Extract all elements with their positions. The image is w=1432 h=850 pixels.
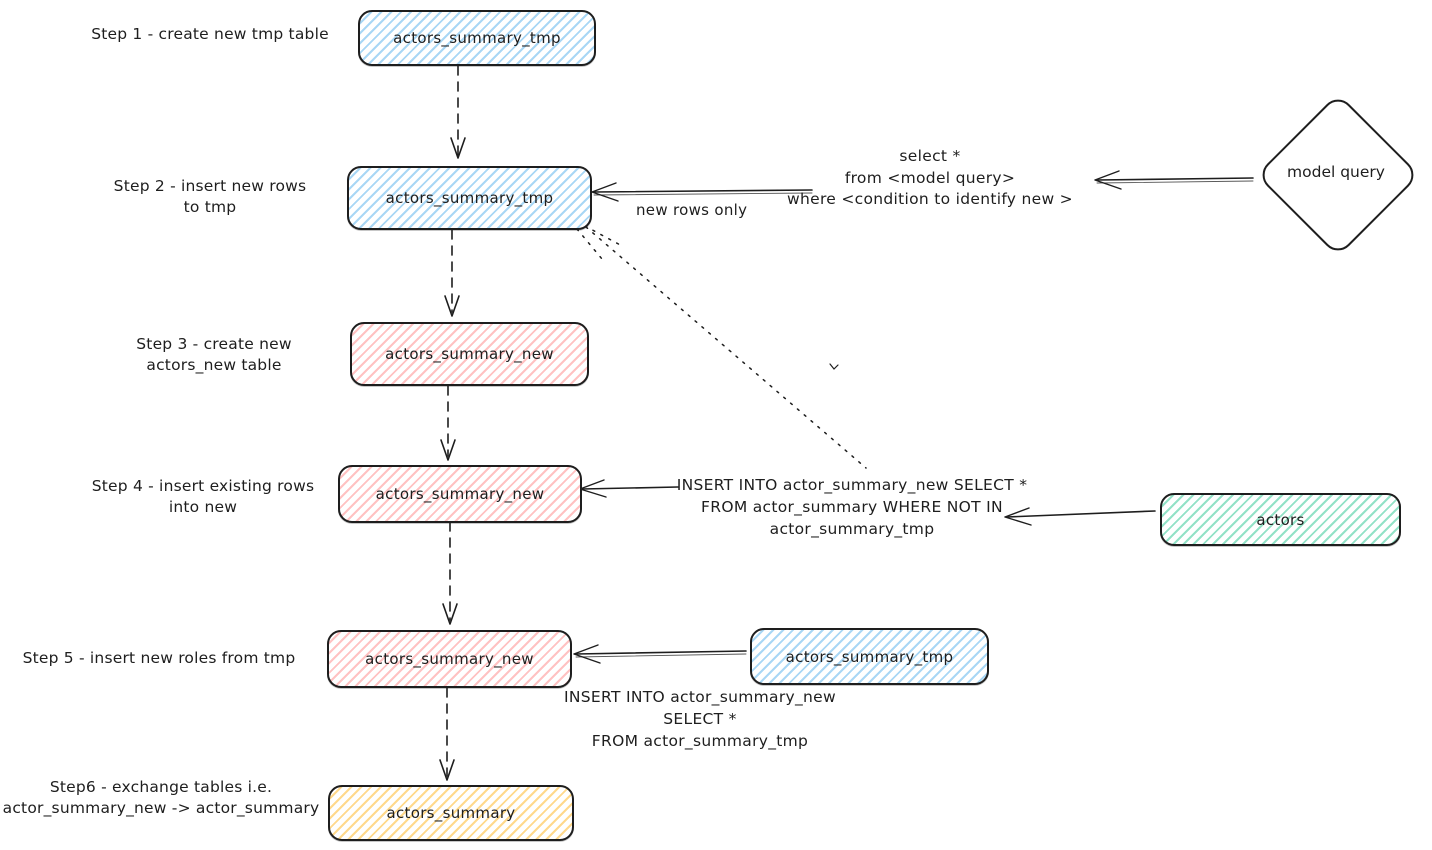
node-step3-actors-summary-new[interactable]: actors_summary_new	[350, 322, 589, 386]
node-label: actors_summary_new	[375, 485, 545, 503]
arrow-step2-to-step3	[444, 229, 460, 317]
step4-label: Step 4 - insert existing rows into new	[91, 477, 315, 516]
step6-label: Step6 - exchange tables i.e. actor_summa…	[2, 778, 320, 817]
node-label: actors_summary_new	[385, 345, 554, 363]
arrow-step3-to-step4	[440, 385, 456, 461]
node-step2-actors-summary-tmp[interactable]: actors_summary_tmp	[347, 166, 592, 230]
node-label: actors_summary_tmp	[785, 647, 954, 666]
node-label: actors	[1256, 510, 1305, 529]
annotation-new-rows-only: new rows only	[636, 201, 748, 219]
node-step1-actors-summary-tmp[interactable]: actors_summary_tmp	[358, 10, 596, 66]
dotted-links-step2	[576, 225, 867, 469]
model-query-label: model query	[1287, 163, 1385, 181]
node-actors[interactable]: actors	[1160, 493, 1401, 546]
arrow-step4-to-step5	[442, 521, 458, 625]
node-label: actors_summary_tmp	[393, 29, 561, 47]
arrow-step5-to-step6	[439, 687, 455, 781]
node-label: actors_summary_tmp	[385, 189, 554, 207]
node-step6-actors-summary[interactable]: actors_summary	[328, 785, 574, 841]
node-label: actors_summary_new	[365, 650, 534, 668]
step5-label: Step 5 - insert new roles from tmp	[22, 649, 296, 667]
node-step4-actors-summary-new[interactable]: actors_summary_new	[338, 465, 582, 523]
step3-label: Step 3 - create new actors_new table	[136, 335, 292, 374]
node-step5-actors-summary-new[interactable]: actors_summary_new	[327, 630, 572, 688]
step1-label: Step 1 - create new tmp table	[91, 25, 329, 43]
node-side-actors-summary-tmp[interactable]: actors_summary_tmp	[750, 628, 989, 685]
step2-label: Step 2 - insert new rows to tmp	[113, 177, 307, 216]
annotation-insert-from-tmp: INSERT INTO actor_summary_new SELECT * F…	[564, 688, 836, 750]
arrow-step1-to-step2	[450, 65, 466, 159]
annotation-insert-not-in: INSERT INTO actor_summary_new SELECT * F…	[676, 476, 1028, 538]
annotation-select-query: select * from <model query> where <condi…	[787, 147, 1073, 208]
stray-mark	[829, 363, 839, 370]
node-label: actors_summary	[386, 804, 516, 822]
arrow-sidetmp-to-step5	[573, 644, 747, 664]
